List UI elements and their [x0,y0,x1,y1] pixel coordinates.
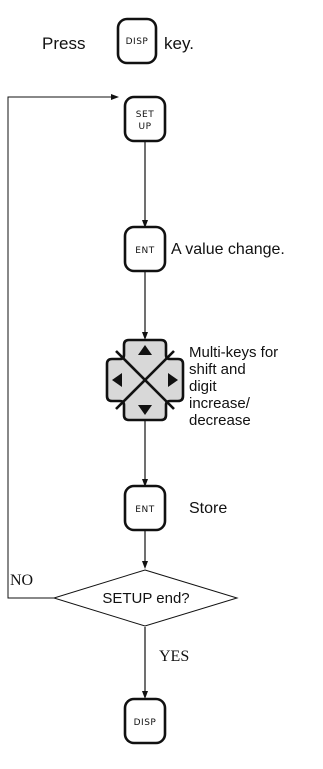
multikey-desc-line1: Multi-keys for [189,344,278,361]
multikey-desc-line4: increase/ [189,395,251,412]
ent-key-1-label: ENT [135,246,154,256]
multikey-desc: Multi-keys for shift and digit increase/… [189,344,278,429]
multikey-left-arrow-icon [112,373,122,387]
multikey-pad [105,338,185,422]
ent-key-2-label: ENT [135,505,154,515]
setup-key: SET UP [123,95,167,143]
decision-yes-label: YES [159,648,189,665]
decision-no-label: NO [10,572,33,589]
disp-key-final: DISP [123,697,167,745]
multikey-right-arrow-icon [168,373,178,387]
disp-key-final-label: DISP [134,718,157,728]
ent-key-2-desc: Store [189,500,227,517]
decision-diamond: SETUP end? [52,569,239,627]
ent-key-2: ENT [123,484,167,532]
multikey-down-arrow-icon [138,405,152,415]
intro-disp-key: DISP [116,17,158,65]
intro-press-text: Press [42,34,85,53]
intro-disp-key-label: DISP [126,37,149,47]
ent-key-1: ENT [123,225,167,273]
multikey-desc-line5: decrease [189,412,251,429]
ent-key-1-desc: A value change. [171,241,285,258]
multikey-desc-line2: shift and [189,361,246,378]
setup-key-line2: UP [138,122,151,132]
multikey-desc-line3: digit [189,378,217,395]
intro-key-text: key. [164,34,194,53]
no-loop-arrow [7,94,119,599]
multikey-up-arrow-icon [138,345,152,355]
setup-key-line1: SET [136,110,154,120]
decision-label: SETUP end? [102,590,189,607]
